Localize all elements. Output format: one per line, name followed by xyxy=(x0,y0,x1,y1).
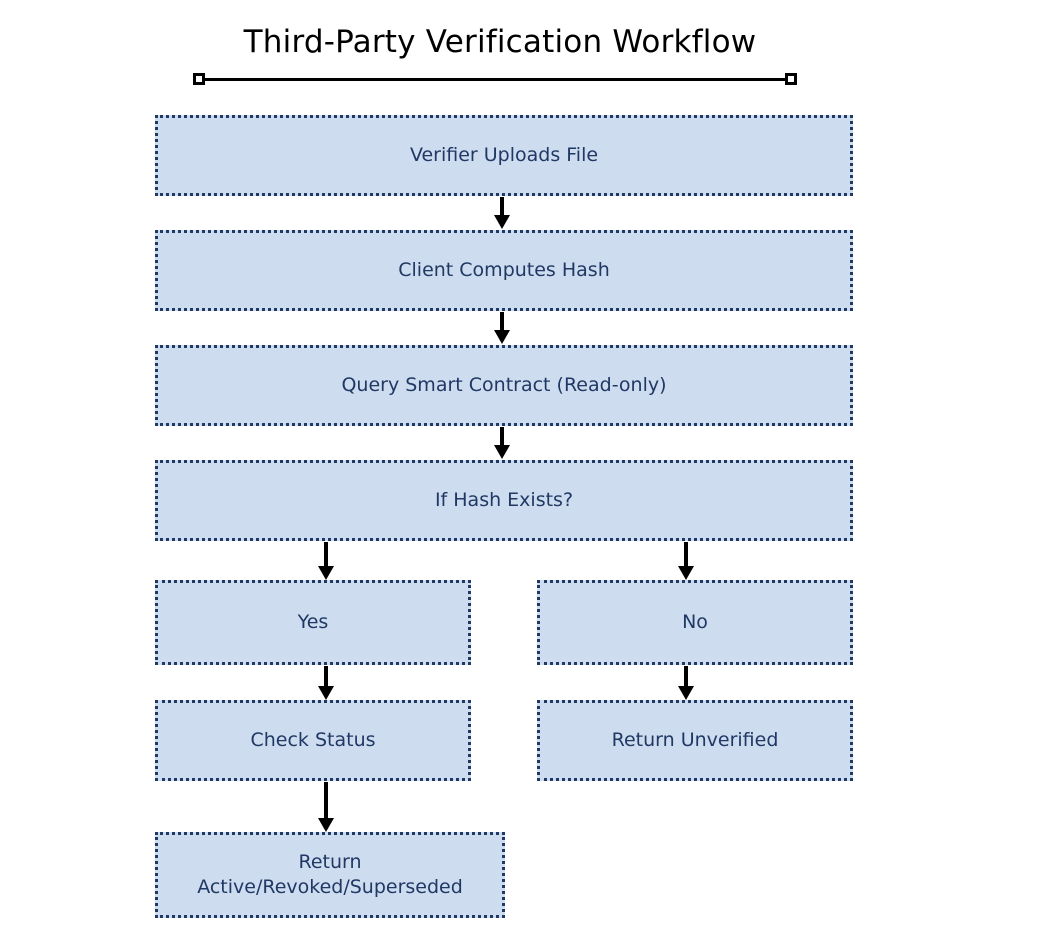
node-label: Yes xyxy=(297,610,329,633)
arrow-shaft xyxy=(500,197,504,217)
divider-handle-right-icon[interactable] xyxy=(785,73,797,85)
arrow-no-to-return-unverified xyxy=(678,666,694,700)
arrow-query-to-decision xyxy=(494,427,510,459)
arrow-shaft xyxy=(324,782,328,820)
node-label-multiline: Return Active/Revoked/Superseded xyxy=(197,850,463,900)
node-return-unverified[interactable]: Return Unverified xyxy=(537,700,853,781)
arrow-head-icon xyxy=(318,818,334,832)
arrow-shaft xyxy=(684,542,688,568)
arrow-head-icon xyxy=(678,566,694,580)
arrow-upload-to-hash xyxy=(494,197,510,229)
node-if-hash-exists-decision[interactable]: If Hash Exists? xyxy=(155,460,853,541)
node-label: Client Computes Hash xyxy=(398,258,610,281)
divider-line xyxy=(203,78,787,81)
divider-handle-left-icon[interactable] xyxy=(193,73,205,85)
node-label-line-1: Return xyxy=(298,850,362,873)
arrow-decision-to-yes xyxy=(318,542,334,580)
arrow-hash-to-query xyxy=(494,312,510,344)
arrow-shaft xyxy=(500,312,504,332)
node-label: Return Unverified xyxy=(611,728,779,751)
node-label: Verifier Uploads File xyxy=(409,143,599,166)
node-label-line-2: Active/Revoked/Superseded xyxy=(197,876,463,898)
arrow-decision-to-no xyxy=(678,542,694,580)
arrow-shaft xyxy=(684,666,688,688)
node-client-computes-hash[interactable]: Client Computes Hash xyxy=(155,230,853,311)
node-query-smart-contract[interactable]: Query Smart Contract (Read-only) xyxy=(155,345,853,426)
node-return-active-revoked-superseded[interactable]: Return Active/Revoked/Superseded xyxy=(155,832,505,918)
arrow-head-icon xyxy=(494,330,510,344)
title-divider xyxy=(193,73,797,85)
node-verifier-uploads-file[interactable]: Verifier Uploads File xyxy=(155,115,853,196)
arrow-yes-to-check-status xyxy=(318,666,334,700)
arrow-head-icon xyxy=(678,686,694,700)
arrow-head-icon xyxy=(318,566,334,580)
page-title: Third-Party Verification Workflow xyxy=(243,24,757,60)
node-yes[interactable]: Yes xyxy=(155,580,471,665)
node-label: Query Smart Contract (Read-only) xyxy=(341,373,667,396)
arrow-shaft xyxy=(500,427,504,447)
node-label: If Hash Exists? xyxy=(434,488,574,511)
arrow-shaft xyxy=(324,666,328,688)
arrow-check-status-to-return-status xyxy=(318,782,334,832)
arrow-head-icon xyxy=(494,445,510,459)
arrow-head-icon xyxy=(494,215,510,229)
arrow-head-icon xyxy=(318,686,334,700)
arrow-shaft xyxy=(324,542,328,568)
node-no[interactable]: No xyxy=(537,580,853,665)
node-check-status[interactable]: Check Status xyxy=(155,700,471,781)
node-label: Check Status xyxy=(250,728,376,751)
node-label: No xyxy=(682,610,708,633)
